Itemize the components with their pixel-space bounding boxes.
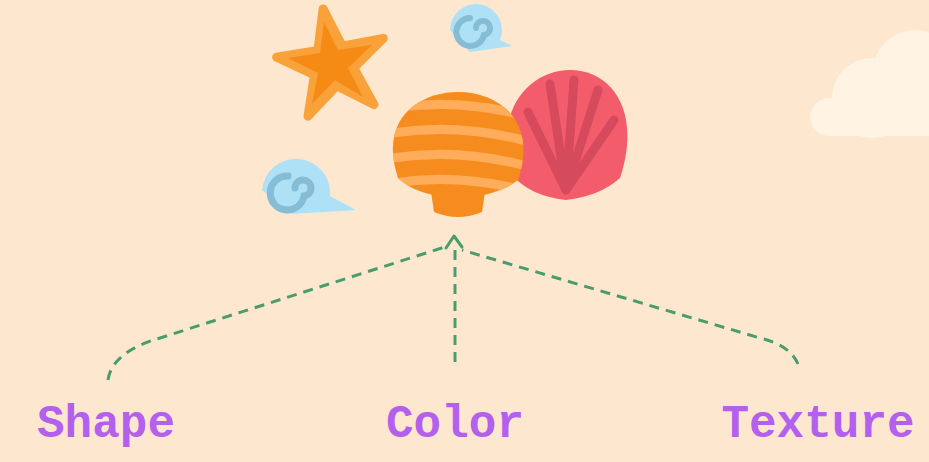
leader-lines: [108, 246, 798, 380]
spiral-shell: [262, 159, 356, 214]
starfish-center: [288, 22, 372, 104]
spiral-shell: [450, 4, 512, 52]
shell-body: [262, 159, 356, 214]
leader-line: [454, 246, 457, 362]
category-label: Shape: [37, 402, 175, 448]
scallop-body: [506, 70, 627, 200]
leader-line: [108, 246, 448, 380]
arrow-head: [446, 236, 462, 248]
category-label: Color: [386, 402, 524, 448]
shell-spiral: [270, 176, 311, 210]
orange-scallop: [380, 92, 540, 217]
cloud: [810, 30, 929, 138]
leader-line: [462, 250, 798, 364]
category-label: Texture: [721, 402, 914, 448]
shell-body: [450, 4, 512, 52]
cloud-fill: [860, 80, 929, 136]
scallop-stripes: [380, 104, 540, 195]
starfish-body: [277, 9, 384, 116]
scallop-ribs: [528, 80, 614, 190]
starfish: [277, 9, 384, 116]
shell-spiral: [456, 18, 490, 46]
red-scallop: [506, 70, 627, 200]
